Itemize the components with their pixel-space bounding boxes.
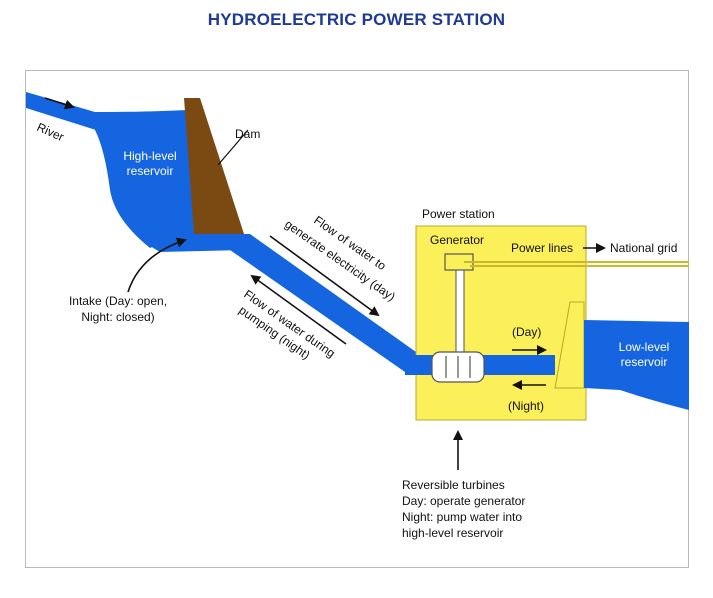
turbines-label-1: Reversible turbines [402,478,505,492]
high-level-reservoir [95,110,200,248]
turbines-label-3: Night: pump water into [402,510,522,524]
power-station-label: Power station [422,207,495,221]
national-grid-label: National grid [610,241,677,255]
generator-shaft [455,263,465,361]
outlet-wall [554,301,585,389]
river-label: River [35,120,66,144]
dam-label: Dam [235,127,260,141]
diagram-frame [25,70,689,568]
turbines-label-2: Day: operate generator [402,494,525,508]
low-reservoir-label-2: reservoir [621,355,668,369]
penstock-pipe [230,234,416,372]
high-reservoir-label-2: reservoir [127,164,174,178]
dam-pointer [217,129,249,166]
flow-night-arrow [250,274,347,345]
intake-label-2: Night: closed) [81,310,154,324]
low-level-reservoir [584,320,689,410]
day-label: (Day) [512,325,541,339]
power-lines-label: Power lines [511,241,573,255]
dam [184,98,244,234]
high-reservoir-label-1: High-level [123,149,176,163]
intake-arrow [127,237,187,293]
river-arrow [44,97,75,110]
generator-label: Generator [430,233,484,247]
power-station-building [415,225,587,421]
intake-label-1: Intake (Day: open, [69,294,167,308]
river-water [26,92,110,130]
flow-day-arrow [269,235,380,317]
turbines-label-4: high-level reservoir [402,526,503,540]
night-label: (Night) [508,399,544,413]
low-reservoir-label-1: Low-level [619,340,670,354]
intake-channel [150,234,244,252]
page-title: HYDROELECTRIC POWER STATION [207,10,506,29]
